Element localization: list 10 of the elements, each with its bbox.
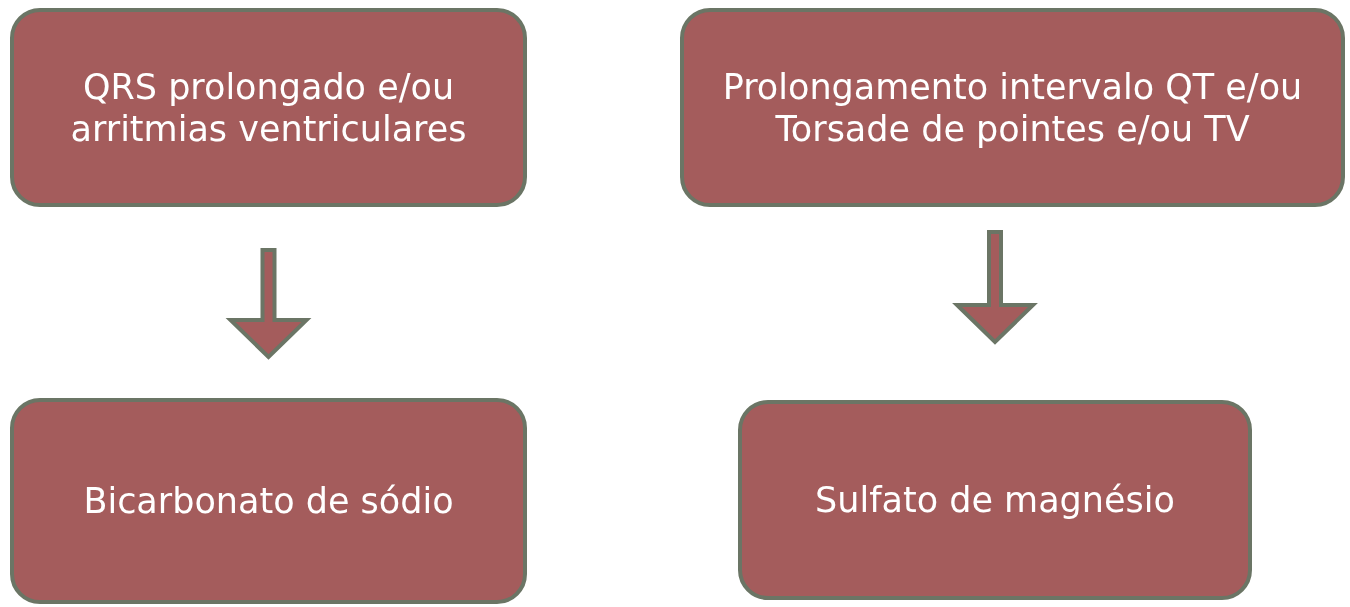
box-text: Sulfato de magnésio [814, 479, 1176, 521]
block-arrow [225, 248, 312, 360]
process-box [680, 8, 1345, 207]
process-box [10, 398, 527, 604]
block-arrow [952, 230, 1038, 345]
box-text: Prolongamento intervalo QT e/ou Torsade de pointes e/ou TV [721, 65, 1304, 150]
process-box [738, 400, 1252, 600]
box-text: Bicarbonato de sódio [82, 480, 455, 522]
process-box [10, 8, 527, 207]
box-text: QRS prolongado e/ou arritmias ventriculares [69, 65, 468, 150]
